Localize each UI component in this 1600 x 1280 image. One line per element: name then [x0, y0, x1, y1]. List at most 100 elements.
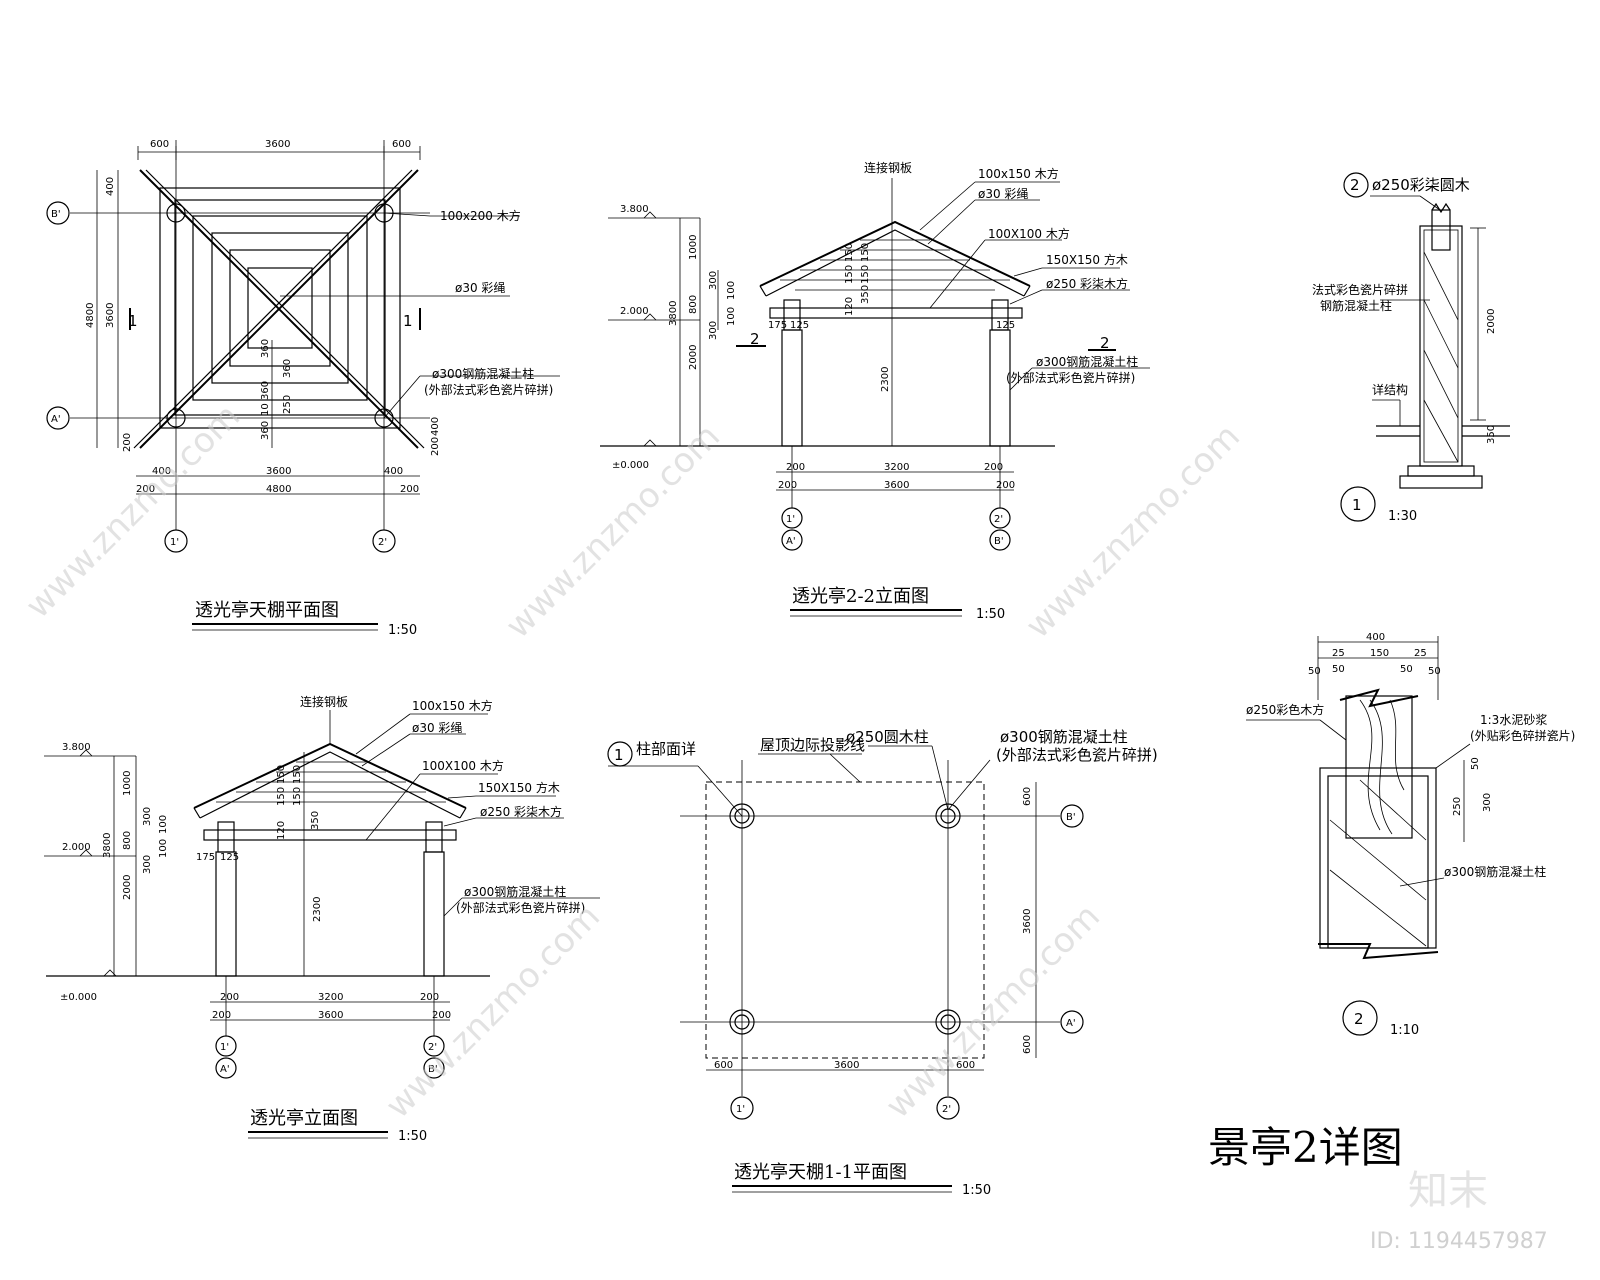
- dim: 3600: [834, 1060, 859, 1071]
- dim: 250: [282, 395, 293, 414]
- dim: 360: [260, 381, 271, 400]
- axis-label: A': [220, 1064, 230, 1075]
- note: 150X150 方木: [1046, 252, 1128, 267]
- note: ø30 彩绳: [455, 281, 505, 295]
- dim: 400: [430, 417, 441, 436]
- dim: 3600: [318, 1010, 343, 1021]
- watermark-text: www.znzmo.com: [498, 416, 728, 646]
- dim: 300: [142, 807, 153, 826]
- view-scale: 1:50: [962, 1183, 991, 1198]
- dim: 3800: [668, 301, 679, 326]
- dim: 1000: [122, 771, 133, 796]
- dim: 360: [282, 359, 293, 378]
- view-scale: 1:50: [976, 607, 1005, 622]
- note: ø30 彩绳: [978, 187, 1028, 201]
- axis-label: A': [1066, 1018, 1076, 1029]
- dim: 400: [384, 466, 403, 477]
- dim: 200: [136, 484, 155, 495]
- dim: 2300: [880, 367, 891, 392]
- dim: 360: [260, 339, 271, 358]
- dim: 3800: [102, 833, 113, 858]
- note: ø300钢筋混凝土柱: [1036, 354, 1138, 369]
- dim: 150: [292, 765, 303, 784]
- note: 100X100 木方: [422, 758, 504, 773]
- axis-label: B': [1066, 812, 1076, 823]
- axis-label: B': [994, 536, 1004, 547]
- dim: 2300: [312, 897, 323, 922]
- note: ø300钢筋混凝土柱: [1444, 864, 1546, 879]
- dim: 100: [158, 839, 169, 858]
- detail-1-view: 2000 350 2 ø250彩柒圆木 法式彩色瓷片碎拼 钢筋混凝土柱 详结构 …: [1312, 172, 1510, 524]
- view-scale: 1:50: [398, 1129, 427, 1144]
- dim: 150: [276, 787, 287, 806]
- dim: 2000: [1486, 309, 1497, 334]
- note: ø300钢筋混凝土柱: [464, 884, 566, 899]
- watermark-text: www.znzmo.com: [18, 396, 248, 626]
- note: 100X100 木方: [988, 226, 1070, 241]
- dim: 400: [105, 177, 116, 196]
- dim: 125: [996, 320, 1015, 331]
- axis-label: 2': [994, 514, 1003, 525]
- elevation-2-2-view: 3.800 2.000 ±0.000 1000 300 800 300 100 …: [600, 160, 1150, 622]
- dim: 4800: [266, 484, 291, 495]
- dim: 300: [708, 321, 719, 340]
- dim: 120: [276, 821, 287, 840]
- detail-mark: 1: [1352, 496, 1362, 514]
- dim: 300: [708, 271, 719, 290]
- dim: 600: [956, 1060, 975, 1071]
- view-title: 透光亭2-2立面图: [792, 586, 929, 607]
- axis-label: B': [428, 1064, 438, 1075]
- note: 详结构: [1372, 382, 1408, 397]
- elevation-view: 3.800 2.000 ±0.000 1000 300 800 300 100 …: [44, 694, 600, 1144]
- level: ±0.000: [60, 992, 97, 1003]
- dim: 300: [142, 855, 153, 874]
- section-mark: 1: [403, 312, 413, 330]
- dim: 120: [844, 297, 855, 316]
- detail-mark: 2: [1354, 1010, 1364, 1028]
- dim: 50: [1332, 664, 1345, 675]
- dim: 3600: [884, 480, 909, 491]
- dim: 150: [292, 787, 303, 806]
- dim: 50: [1428, 666, 1441, 677]
- dim: 150: [844, 243, 855, 262]
- note: ø250彩色木方: [1246, 702, 1324, 717]
- axis-label: B': [51, 209, 61, 220]
- note: (外部法式彩色瓷片碎拼): [996, 746, 1158, 764]
- note: ø250圆木柱: [846, 728, 929, 746]
- note: ø300钢筋混凝土柱: [432, 366, 534, 381]
- sheet-title: 景亭2详图: [1208, 1123, 1403, 1172]
- dim: 600: [1022, 1035, 1033, 1054]
- dim: 100: [726, 307, 737, 326]
- note: 100x200 木方: [440, 208, 521, 223]
- dim: 350: [310, 811, 321, 830]
- dim: 400: [152, 466, 171, 477]
- dim: 25: [1414, 648, 1427, 659]
- dim: 3600: [266, 466, 291, 477]
- level: 2.000: [620, 306, 649, 317]
- dim: 600: [150, 139, 169, 150]
- detail-2-view: 400 25 150 25 50 50 50 50 50 300 250 ø25…: [1246, 632, 1575, 1038]
- note: (外部法式彩色瓷片碎拼): [424, 382, 553, 397]
- dim: 360: [260, 421, 271, 440]
- dim: 200: [212, 1010, 231, 1021]
- axis-label: A': [786, 536, 796, 547]
- dim: 50: [1400, 664, 1413, 675]
- dim: 200: [122, 433, 133, 452]
- axis-label: A': [51, 414, 61, 425]
- dim: 2000: [122, 875, 133, 900]
- level: 3.800: [62, 742, 91, 753]
- dim: 50: [1308, 666, 1321, 677]
- note: ø250彩柒圆木: [1372, 176, 1470, 194]
- dim: 200: [400, 484, 419, 495]
- dim: 350: [860, 285, 871, 304]
- dim: 600: [1022, 787, 1033, 806]
- dim: 200: [420, 992, 439, 1003]
- note: 法式彩色瓷片碎拼: [1312, 282, 1408, 297]
- note: 1:3水泥砂浆: [1480, 712, 1547, 727]
- level: 2.000: [62, 842, 91, 853]
- detail-ref-mark: 1: [614, 746, 624, 764]
- dim: 300: [1482, 793, 1493, 812]
- dim: 200: [996, 480, 1015, 491]
- canopy-plan-view: 600 3600 600 400 3600 400 200 4800 200 4…: [46, 139, 560, 638]
